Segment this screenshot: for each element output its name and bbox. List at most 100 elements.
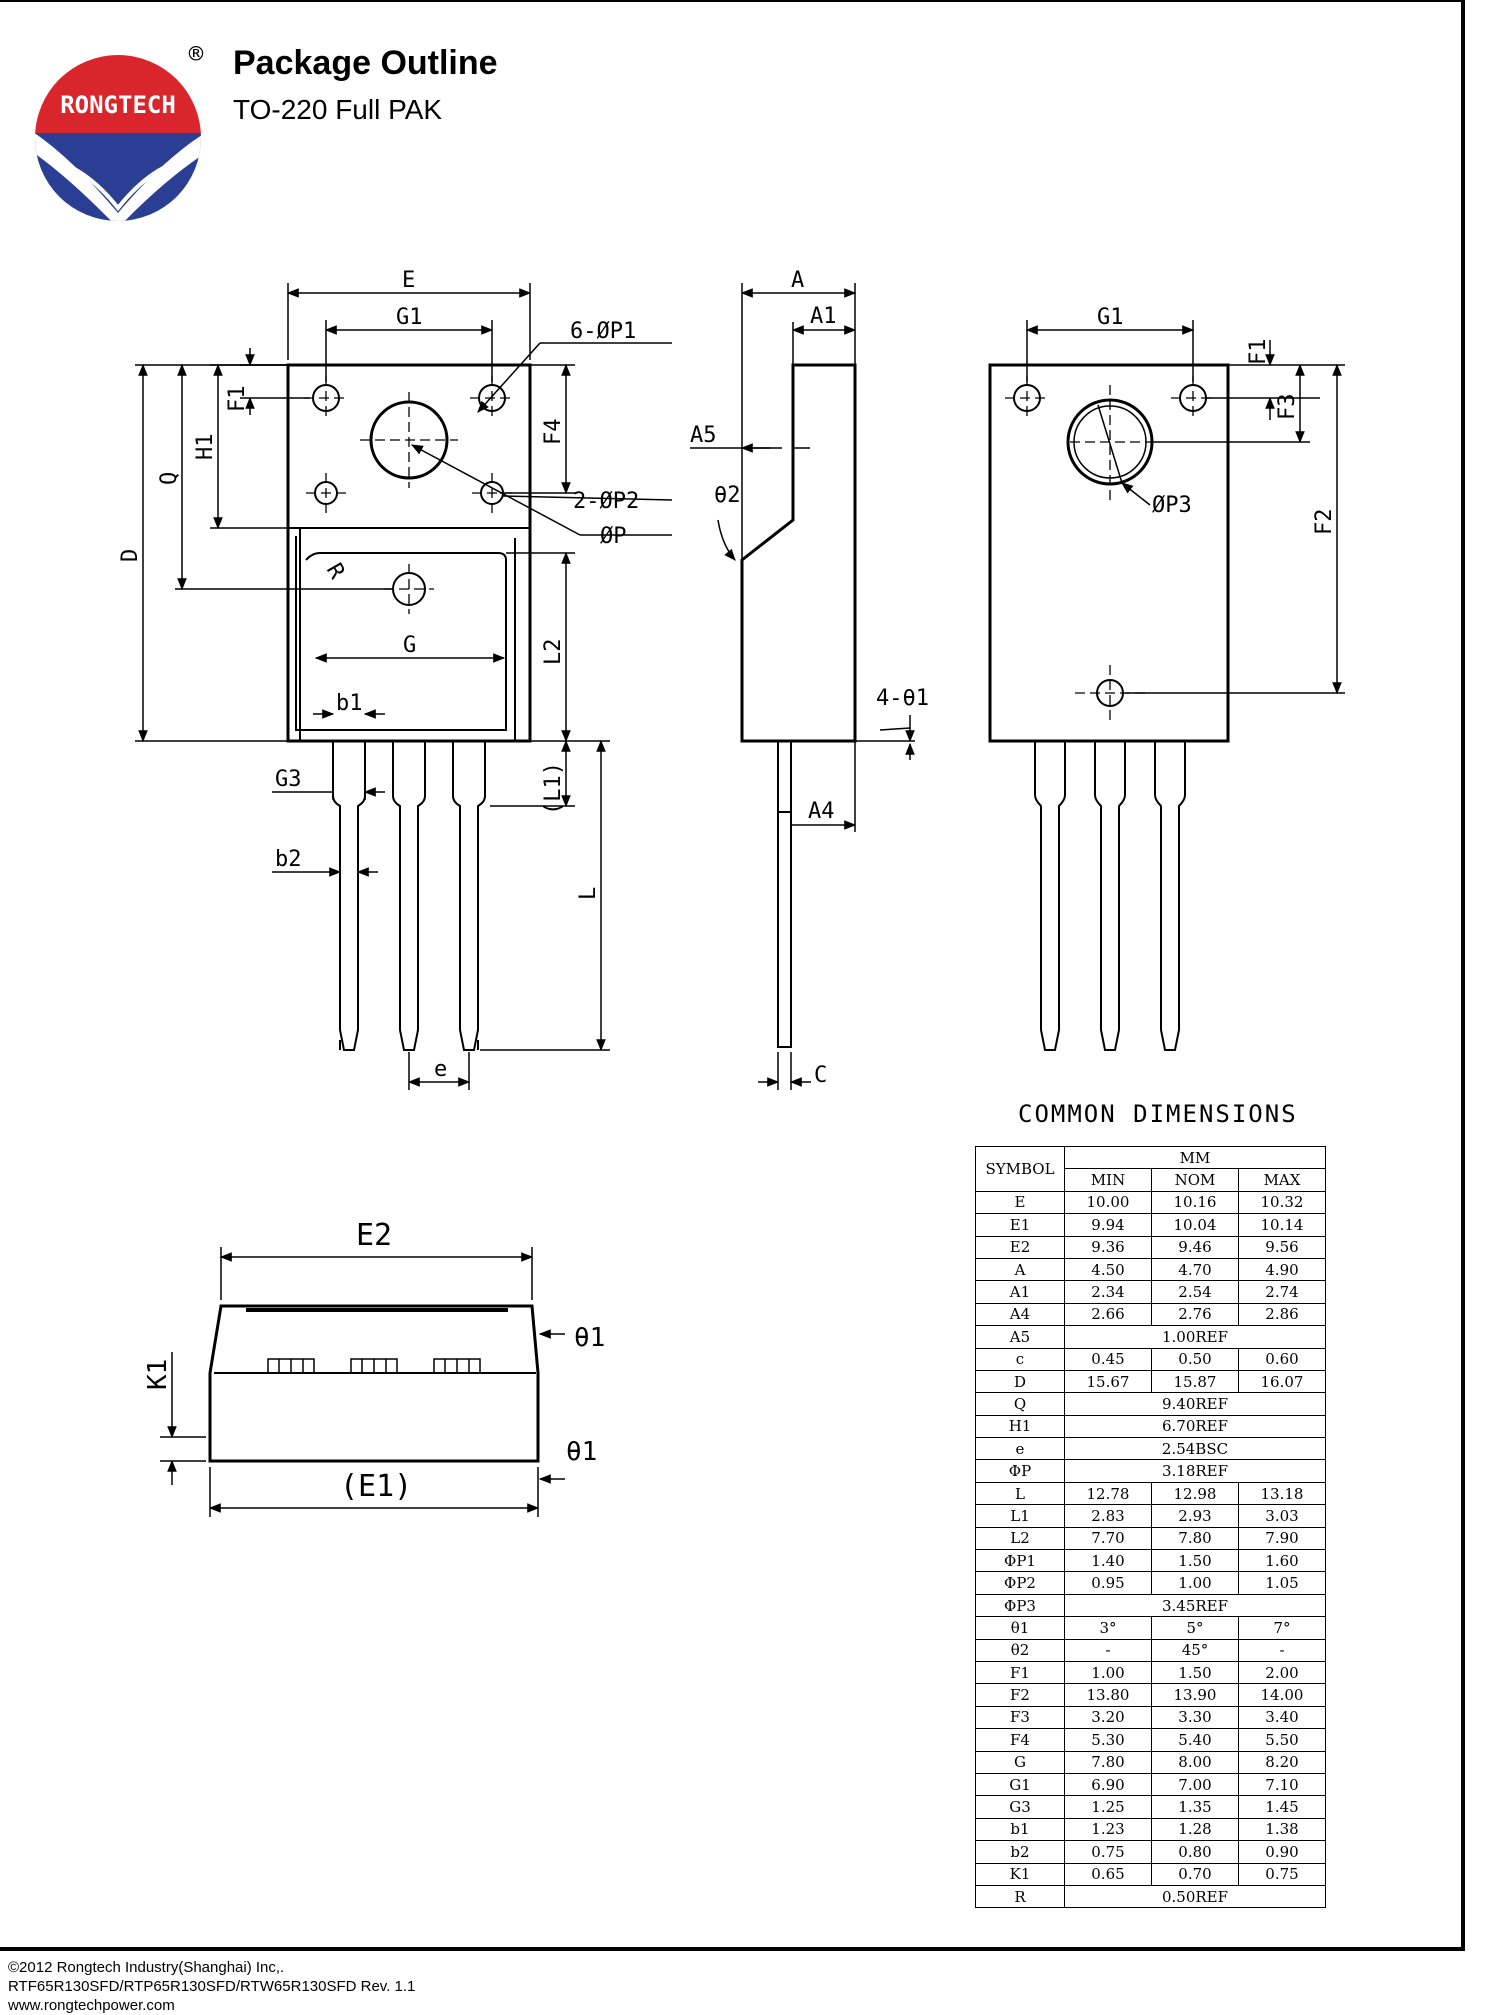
cell-min: 1.40: [1064, 1549, 1152, 1573]
cell-max: 1.60: [1238, 1549, 1326, 1573]
dim-label-A: A: [791, 268, 804, 293]
cell-symbol: ΦP: [975, 1459, 1065, 1483]
cell-ref-value: 6.70REF: [1064, 1414, 1326, 1439]
dim-label-H1: H1: [193, 434, 218, 461]
cell-max: 4.90: [1238, 1257, 1326, 1282]
dim-label-b2: b2: [275, 847, 302, 872]
page-frame: [0, 0, 1465, 1951]
dim-label-L2: L2: [541, 639, 566, 666]
back-dim-label-G1: G1: [1097, 305, 1124, 330]
cell-nom: 12.98: [1151, 1481, 1239, 1506]
cell-symbol: A1: [975, 1280, 1065, 1304]
cell-nom: 2.93: [1151, 1504, 1239, 1528]
cell-max: 7°: [1238, 1616, 1326, 1640]
cell-symbol: ΦP1: [975, 1549, 1065, 1573]
header-symbol: SYMBOL: [975, 1146, 1065, 1192]
cell-ref-value: 1.00REF: [1064, 1325, 1326, 1349]
back-view: G1 ØP3 F1 F3 F2: [988, 305, 1345, 1051]
cell-max: 1.05: [1238, 1571, 1326, 1595]
back-dim-label-F1: F1: [1246, 339, 1271, 366]
cell-min: 9.36: [1064, 1235, 1152, 1259]
header-min: MIN: [1064, 1168, 1152, 1192]
dim-label-G1: G1: [396, 305, 423, 330]
cell-ref-value: 3.18REF: [1064, 1459, 1326, 1483]
dim-label-P2: 2-ØP2: [573, 489, 639, 514]
cell-nom: 2.54: [1151, 1280, 1239, 1304]
cell-symbol: G1: [975, 1772, 1065, 1797]
cell-symbol: K1: [975, 1862, 1065, 1886]
cell-symbol: L2: [975, 1526, 1065, 1551]
cell-ref-value: 3.45REF: [1064, 1593, 1326, 1618]
cell-symbol: θ2: [975, 1638, 1065, 1662]
dim-label-e: e: [434, 1057, 447, 1082]
cell-symbol: c: [975, 1347, 1065, 1371]
cell-min: 10.00: [1064, 1190, 1152, 1215]
registered-mark: ®: [189, 40, 204, 68]
cell-min: 3°: [1064, 1616, 1152, 1640]
cell-nom: 0.80: [1151, 1840, 1239, 1864]
cell-nom: 10.16: [1151, 1190, 1239, 1215]
cell-min: 5.30: [1064, 1728, 1152, 1752]
cell-max: 10.32: [1238, 1190, 1326, 1215]
back-dim-label-F2: F2: [1312, 509, 1337, 536]
copyright-text: ©2012 Rongtech Industry(Shanghai) Inc,.: [8, 1959, 285, 1976]
cell-min: 2.83: [1064, 1504, 1152, 1528]
header-unit: MM: [1064, 1145, 1326, 1170]
cell-symbol: F1: [975, 1660, 1065, 1685]
cell-nom: 1.50: [1151, 1660, 1239, 1685]
cell-symbol: F2: [975, 1683, 1065, 1707]
cell-max: 2.86: [1238, 1302, 1326, 1327]
dim-label-G: G: [403, 633, 416, 658]
cell-max: 1.45: [1238, 1795, 1326, 1819]
cell-symbol: E1: [975, 1213, 1065, 1237]
page-title: Package Outline: [233, 44, 498, 82]
page-subtitle: TO-220 Full PAK: [233, 94, 443, 125]
dim-label-C: C: [814, 1063, 827, 1088]
cell-ref-value: 0.50REF: [1064, 1884, 1326, 1909]
cell-min: 2.34: [1064, 1280, 1152, 1304]
dim-label-P1: 6-ØP1: [570, 319, 636, 344]
cell-min: 13.80: [1064, 1683, 1152, 1707]
cell-nom: 10.04: [1151, 1213, 1239, 1237]
dim-label-A5: A5: [690, 423, 717, 448]
cell-max: 9.56: [1238, 1235, 1326, 1259]
cell-min: 9.94: [1064, 1213, 1152, 1237]
cell-min: 0.95: [1064, 1571, 1152, 1595]
bottom-view: E2 (E1) K1 θ1 θ1: [143, 1218, 605, 1517]
dim-label-theta1x4: 4-θ1: [876, 686, 929, 711]
dim-label-F1: F1: [225, 386, 250, 413]
cell-min: 6.90: [1064, 1772, 1152, 1797]
cell-nom: 0.70: [1151, 1862, 1239, 1886]
cell-max: 14.00: [1238, 1683, 1326, 1707]
cell-nom: 45°: [1151, 1638, 1239, 1662]
cell-symbol: b1: [975, 1817, 1065, 1842]
cell-symbol: E2: [975, 1235, 1065, 1259]
cell-symbol: Q: [975, 1392, 1065, 1416]
cell-symbol: ΦP3: [975, 1593, 1065, 1618]
cell-nom: 1.35: [1151, 1795, 1239, 1819]
cell-symbol: H1: [975, 1414, 1065, 1439]
side-view: A A1 A5 θ2 4-θ1 A4 C: [690, 268, 929, 1090]
table-row: θ2-45°-: [975, 1638, 1326, 1662]
